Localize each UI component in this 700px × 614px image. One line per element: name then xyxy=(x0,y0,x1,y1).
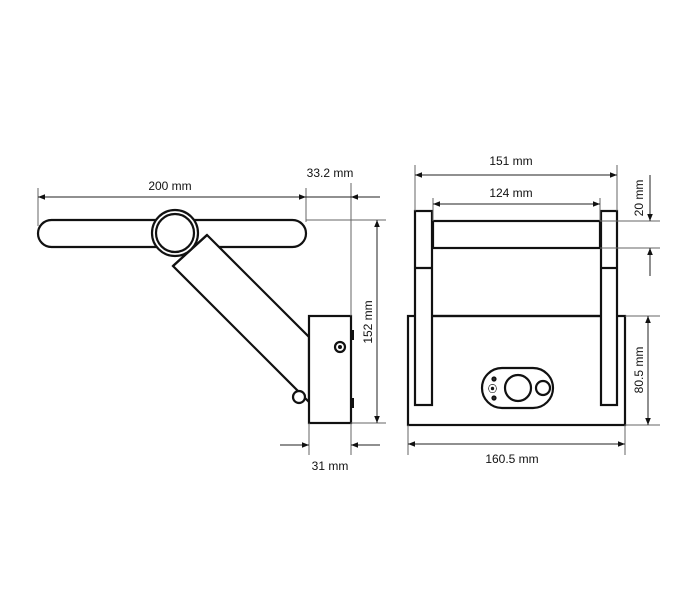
dim-33-2: 33.2 mm xyxy=(307,166,354,180)
side-view: 200 mm 33.2 mm 152 mm 31 mm xyxy=(36,166,386,473)
dim-80-5: 80.5 mm xyxy=(632,347,646,394)
dim-152: 152 mm xyxy=(361,300,375,343)
motion-sensor-icon xyxy=(503,373,533,403)
sensor-panel xyxy=(480,366,555,410)
light-bar-front xyxy=(431,219,602,250)
wall-mount-box xyxy=(307,314,353,425)
light-sensor-icon xyxy=(534,379,552,397)
dim-200: 200 mm xyxy=(148,179,191,193)
dim-31: 31 mm xyxy=(312,459,349,473)
sensor-mark-icon: ⦿ xyxy=(488,383,497,394)
right-post xyxy=(599,209,619,407)
left-post xyxy=(413,209,434,407)
arm-joint xyxy=(291,389,307,405)
pivot-hub xyxy=(150,208,200,258)
dim-124: 124 mm xyxy=(489,186,532,200)
dim-151: 151 mm xyxy=(489,154,532,168)
front-view: ⦿ 151 mm 124 mm 20 mm 80.5 mm 160.5 mm xyxy=(406,154,660,466)
arm xyxy=(171,233,311,405)
dim-20: 20 mm xyxy=(632,180,646,217)
screw-icon xyxy=(333,340,347,354)
dim-160-5: 160.5 mm xyxy=(485,452,538,466)
